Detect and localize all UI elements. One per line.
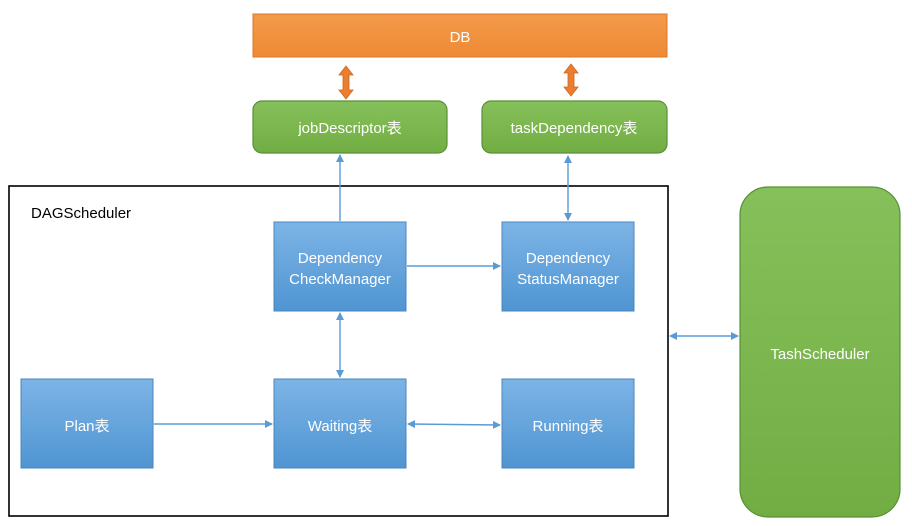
db-task-dependency-arrow — [563, 63, 579, 97]
dependency-status-manager-line1: Dependency — [526, 250, 611, 267]
dependency-check-manager-box: Dependency CheckManager — [273, 221, 407, 312]
waiting-running-arrow — [407, 420, 501, 429]
task-dependency-box: taskDependency表 — [481, 100, 668, 154]
task-scheduler-box: TashScheduler — [739, 186, 901, 518]
dependency-check-manager-line1: Dependency — [298, 250, 383, 267]
task-dependency-label: taskDependency表 — [511, 120, 638, 137]
job-descriptor-box: jobDescriptor表 — [252, 100, 448, 154]
running-box: Running表 — [501, 378, 635, 469]
dependency-status-manager-box: Dependency StatusManager — [501, 221, 635, 312]
running-label: Running表 — [533, 418, 604, 435]
dag-scheduler-label: DAGScheduler — [31, 205, 131, 222]
dag-scheduler-container: DAGScheduler — [8, 185, 669, 517]
plan-label: Plan表 — [64, 418, 109, 435]
db-box: DB — [252, 13, 668, 58]
db-label: DB — [450, 29, 471, 46]
waiting-label: Waiting表 — [308, 418, 372, 435]
waiting-box: Waiting表 — [273, 378, 407, 469]
dependency-check-manager-line2: CheckManager — [289, 271, 391, 288]
dependency-status-manager-line2: StatusManager — [517, 271, 619, 288]
plan-box: Plan表 — [20, 378, 154, 469]
task-scheduler-label: TashScheduler — [770, 346, 869, 363]
db-job-descriptor-arrow — [338, 65, 354, 100]
job-descriptor-label: jobDescriptor表 — [297, 120, 401, 137]
